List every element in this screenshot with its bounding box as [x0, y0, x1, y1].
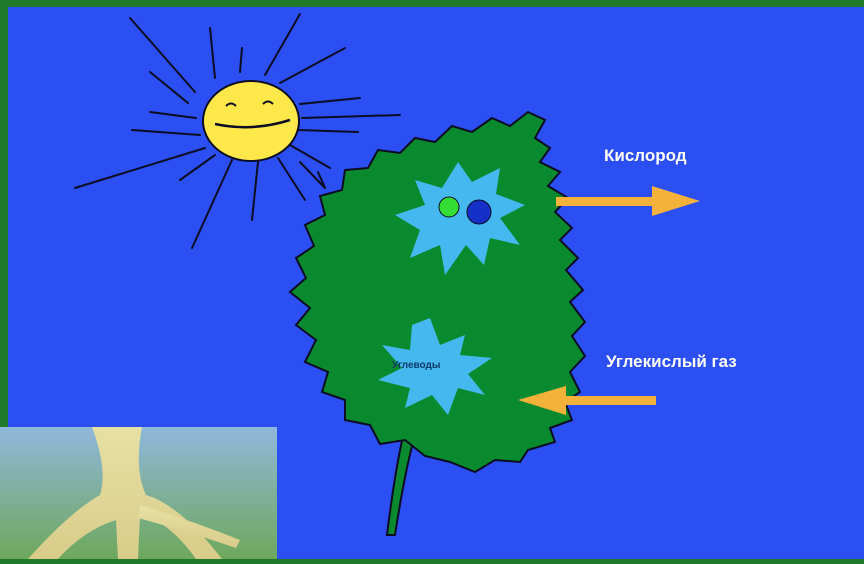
sun-icon — [203, 81, 299, 161]
carbohydrates-label: Углеводы — [392, 360, 440, 371]
molecule-green-icon — [439, 197, 459, 217]
carbon-dioxide-label: Углекислый газ — [606, 352, 737, 372]
molecule-blue-icon — [467, 200, 491, 224]
oxygen-label: Кислород — [604, 146, 687, 166]
root-icon — [0, 427, 277, 559]
